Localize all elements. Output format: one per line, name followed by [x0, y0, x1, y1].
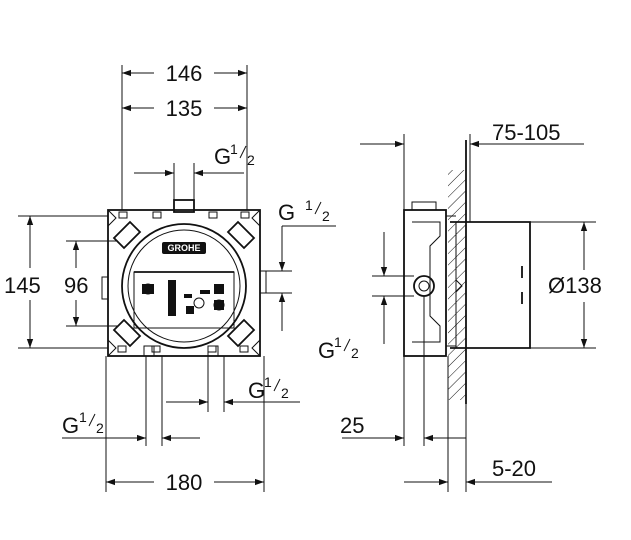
- thread-side-num: 1: [334, 334, 342, 350]
- front-view: GROHE: [101, 199, 267, 357]
- top-inlet: [173, 199, 195, 213]
- thread-top: G: [214, 144, 231, 169]
- front-dimensions: 146 135 G 1 2 G 1 2 145 96: [4, 61, 336, 495]
- valve-body: [121, 223, 247, 349]
- corner-clamps: [112, 220, 256, 348]
- thread-br-den: 2: [281, 385, 289, 401]
- thread-bl-den: 2: [96, 420, 104, 436]
- dim-depth-range: 75-105: [492, 120, 561, 145]
- thread-right-num: 1: [305, 197, 313, 213]
- outlet-left: [143, 345, 155, 357]
- faceplate-symbols: [142, 280, 224, 316]
- dim-height-outer: 145: [4, 273, 41, 298]
- thread-side-den: 2: [351, 345, 359, 361]
- side-view: [403, 140, 531, 404]
- thread-top-num: 1: [230, 141, 238, 157]
- logo-badge: [162, 242, 206, 254]
- dim-wall-range: 5-20: [492, 456, 536, 481]
- dim-diameter: Ø138: [548, 273, 602, 298]
- thread-bl-num: 1: [79, 409, 87, 425]
- dim-height-inner: 96: [64, 273, 88, 298]
- thread-bottom-left: G: [62, 413, 79, 438]
- thread-right-den: 2: [322, 208, 330, 224]
- side-inlet: [413, 275, 435, 297]
- screw-holes: [117, 211, 250, 353]
- thread-right: G: [278, 200, 295, 225]
- thread-br-num: 1: [264, 374, 272, 390]
- dim-offset: 25: [340, 413, 364, 438]
- dim-width-bottom: 180: [166, 470, 203, 495]
- thread-side: G: [318, 338, 335, 363]
- brand-logo: GROHE: [167, 243, 200, 253]
- thread-top-den: 2: [247, 152, 255, 168]
- thread-bottom-right: G: [248, 378, 265, 403]
- outlet-right: [207, 345, 219, 357]
- dim-width-inner: 135: [166, 96, 203, 121]
- side-dimensions: 75-105 Ø138 G 1 2 25 5-20: [318, 120, 602, 492]
- dim-width-outer: 146: [166, 61, 203, 86]
- wall-hatch: [448, 170, 466, 400]
- mounting-plate: [107, 209, 261, 357]
- cover-cylinder: [450, 221, 531, 349]
